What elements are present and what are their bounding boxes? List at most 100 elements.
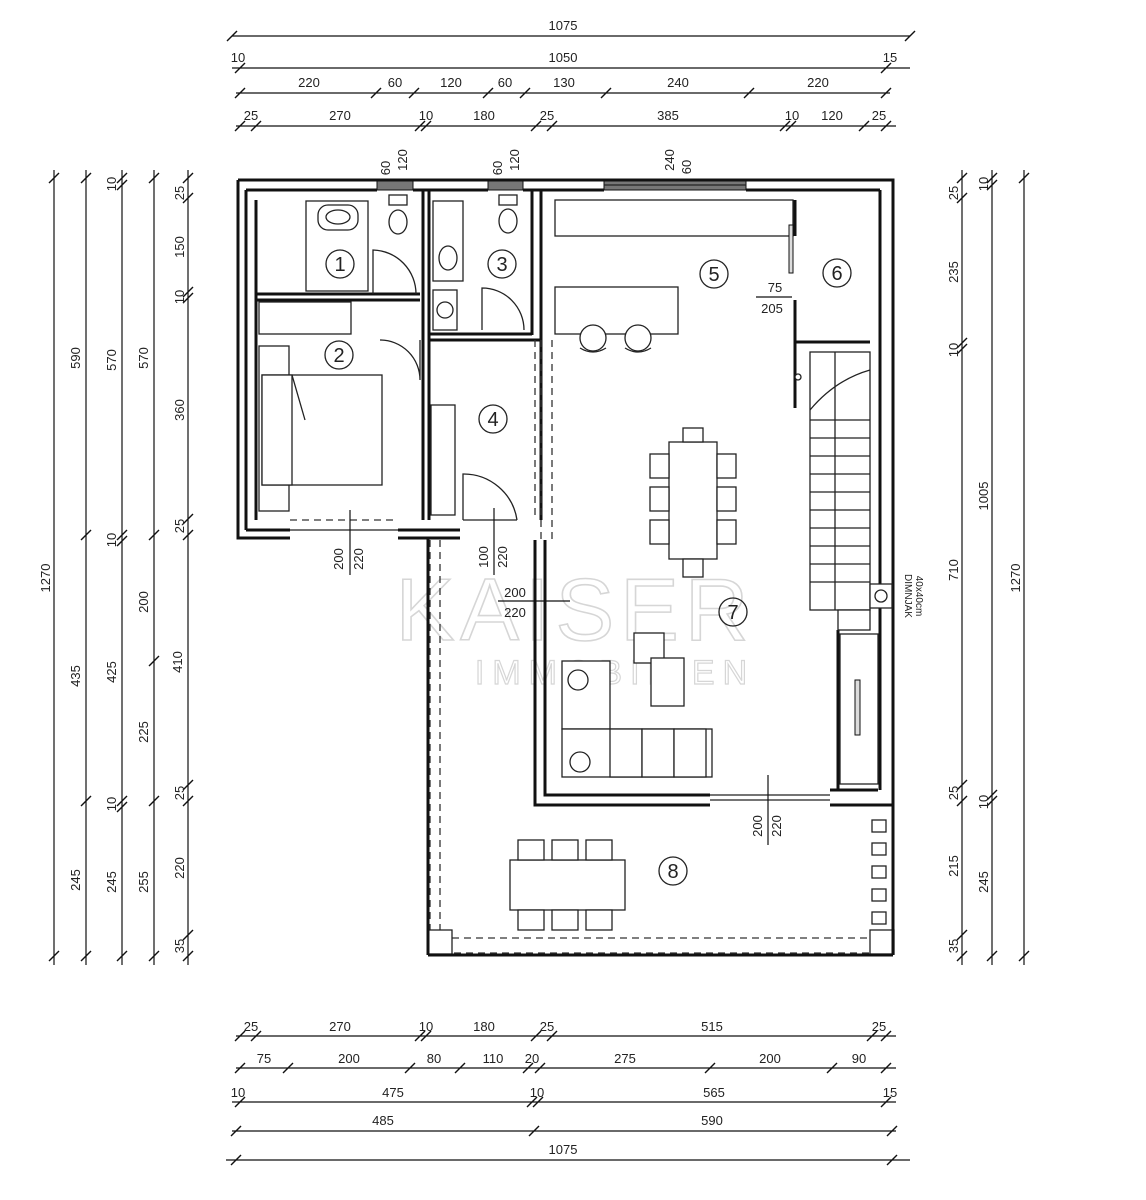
chimney-label-name: DIMNJAK <box>902 574 913 618</box>
dim-label: 385 <box>657 108 679 123</box>
dim-label: 25 <box>172 786 187 800</box>
dim-label: 240 <box>667 75 689 90</box>
dim-label: 90 <box>852 1051 866 1066</box>
terrace <box>426 340 895 957</box>
dim-label: 10 <box>976 177 991 191</box>
dim-label: 60 <box>490 161 505 175</box>
dim-label: 100 <box>476 546 491 568</box>
dim-label: 10 <box>104 797 119 811</box>
dim-label: 10 <box>172 290 187 304</box>
bedroom-2-furniture <box>258 301 421 512</box>
dim-label: 35 <box>946 939 961 953</box>
room-number: 6 <box>831 263 842 285</box>
dim-label: 25 <box>946 186 961 200</box>
dim-label: 80 <box>427 1051 441 1066</box>
room-number: 4 <box>487 409 498 431</box>
dim-label: 110 <box>483 1051 504 1066</box>
dim-label: 25 <box>872 108 886 123</box>
dim-label: 245 <box>104 871 119 893</box>
left-dimensions: 1270 590 435 245 10 570 10 425 10 245 57… <box>38 170 194 965</box>
dim-label: 565 <box>703 1085 725 1100</box>
dim-label: 60 <box>388 75 402 90</box>
dim-label: 200 <box>759 1051 781 1066</box>
dim-label: 60 <box>679 160 694 174</box>
dim-label: 150 <box>172 236 187 258</box>
dim-label: 220 <box>769 815 784 837</box>
dim-label: 245 <box>68 869 83 891</box>
dim-label: 25 <box>172 186 187 200</box>
dim-label: 220 <box>495 546 510 568</box>
dim-label: 10 <box>946 343 961 357</box>
dim-label: 1050 <box>549 50 578 65</box>
dim-label: 205 <box>761 301 783 316</box>
room-number: 2 <box>333 345 344 367</box>
room-markers: 1 2 3 4 5 6 7 8 <box>324 249 852 886</box>
room-number: 1 <box>334 254 345 276</box>
bathroom-3-fixtures <box>432 194 525 331</box>
dim-label: 15 <box>883 1085 897 1100</box>
staircase <box>794 351 871 631</box>
dining-table <box>649 427 737 578</box>
dim-label: 130 <box>553 75 575 90</box>
dim-label: 225 <box>136 721 151 743</box>
dim-label: 10 <box>231 1085 245 1100</box>
dim-label: 240 <box>662 149 677 171</box>
dim-label: 60 <box>498 75 512 90</box>
dim-label: 590 <box>701 1113 723 1128</box>
dim-label: 515 <box>701 1019 723 1034</box>
dim-label: 425 <box>104 661 119 683</box>
dim-label: 120 <box>395 149 410 171</box>
windows <box>290 180 830 801</box>
bottom-dimensions: 25 270 10 180 25 515 25 75 200 80 110 20… <box>226 1019 910 1166</box>
dim-label: 180 <box>473 1019 495 1034</box>
dim-label: 60 <box>378 161 393 175</box>
dim-label: 25 <box>540 108 554 123</box>
chimney-label-size: 40x40cm <box>913 576 924 617</box>
dim-label: 710 <box>946 559 961 581</box>
dim-label: 1075 <box>549 18 578 33</box>
dim-label: 590 <box>68 347 83 369</box>
top-dimensions: 1075 10 1050 15 220 60 120 60 130 240 22… <box>226 18 916 132</box>
dim-label: 360 <box>172 399 187 421</box>
dim-label: 275 <box>614 1051 636 1066</box>
dim-label: 10 <box>785 108 799 123</box>
watermark-sub: IMMOBILIEN <box>475 654 755 692</box>
dim-label: 435 <box>68 665 83 687</box>
kitchen-5-furniture <box>554 199 794 353</box>
dim-label: 410 <box>170 651 185 673</box>
dim-label: 220 <box>504 605 526 620</box>
room-number: 5 <box>708 264 719 286</box>
dim-label: 1270 <box>38 564 53 593</box>
right-dimensions: 25 235 10 710 25 215 35 10 1005 10 245 1… <box>946 170 1030 965</box>
dim-label: 200 <box>504 585 526 600</box>
room-number: 3 <box>496 254 507 276</box>
dim-label: 270 <box>329 1019 351 1034</box>
dim-label: 10 <box>104 533 119 547</box>
dim-label: 200 <box>136 591 151 613</box>
dim-label: 1005 <box>976 482 991 511</box>
dim-label: 180 <box>473 108 495 123</box>
dim-label: 1075 <box>549 1142 578 1157</box>
dim-label: 35 <box>172 939 187 953</box>
dim-label: 220 <box>298 75 320 90</box>
dim-label: 25 <box>172 519 187 533</box>
dim-label: 25 <box>244 108 258 123</box>
dim-label: 220 <box>351 548 366 570</box>
chimney: DIMNJAK 40x40cm <box>869 574 924 618</box>
dim-label: 1270 <box>1008 564 1023 593</box>
dim-label: 215 <box>946 855 961 877</box>
dim-label: 75 <box>768 280 782 295</box>
dim-label: 10 <box>231 50 245 65</box>
dim-label: 200 <box>338 1051 360 1066</box>
dim-label: 120 <box>821 108 843 123</box>
hallway-4-fixtures <box>430 404 518 521</box>
opening-labels: 60 120 60 120 240 60 75 205 200 220 100 … <box>331 149 792 845</box>
bathroom-1-fixtures <box>305 194 417 295</box>
living-furniture <box>561 632 713 778</box>
terrace-table <box>509 839 626 931</box>
dim-label: 570 <box>136 347 151 369</box>
dim-label: 200 <box>750 815 765 837</box>
dim-label: 10 <box>419 108 433 123</box>
wardrobe-right <box>839 633 879 785</box>
